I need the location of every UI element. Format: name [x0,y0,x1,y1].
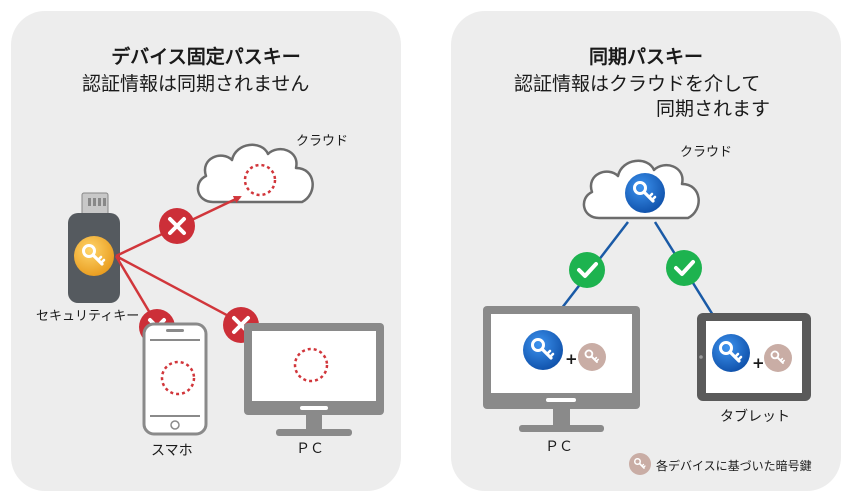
plus-sign: + [752,354,765,372]
security-key-icon [68,192,120,303]
check-mark-icon [569,252,605,288]
panel-subtitle: 認証情報は同期されません [82,73,310,95]
panel-title: 同期パスキー [588,46,703,68]
security-key-label: セキュリティキー [36,309,140,324]
x-mark-icon [159,208,195,244]
plus-sign: + [565,350,578,368]
pc-label: ＰＣ [296,441,324,457]
pc-label: ＰＣ [545,439,573,455]
cloud-icon [196,143,314,204]
panel-subtitle-line2: 同期されます [656,98,771,120]
passkey-icon [523,330,563,370]
passkey-icon [625,173,665,213]
legend-text: 各デバイスに基づいた暗号鍵 [656,459,812,473]
panel-synced-passkey [451,11,841,491]
smartphone-icon [142,322,208,436]
cloud-label: クラウド [680,145,733,160]
tablet-label: タブレット [720,409,790,425]
missing-credential-marker [243,163,277,197]
missing-credential-marker [293,347,329,383]
phone-label: スマホ [151,443,193,459]
device-key-icon [578,343,606,371]
device-key-icon [629,453,651,475]
device-key-icon [764,344,792,372]
check-mark-icon [666,250,702,286]
cloud-label: クラウド [296,134,349,149]
panel-subtitle-line1: 認証情報はクラウドを介して [514,73,761,95]
passkey-icon [712,334,750,372]
monitor-icon [244,323,384,436]
monitor-icon [483,306,640,432]
panel-title: デバイス固定パスキー [111,46,301,68]
missing-credential-marker [160,360,196,396]
